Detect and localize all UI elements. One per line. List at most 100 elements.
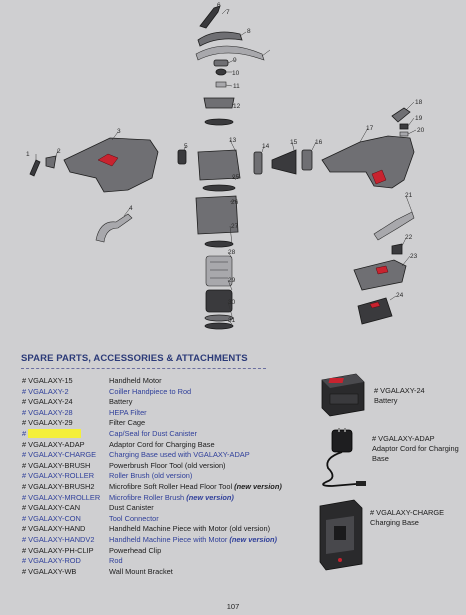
callout-22: 22 [405,234,413,241]
part-code: # VGALAXY-HAND [22,524,86,534]
part-code: # VGALAXY-WB [22,566,77,576]
callout-31: 31 [228,317,236,324]
part-description-text: Dust Canister [109,503,154,513]
part-10-button [215,68,227,76]
part-23-charging-base [353,259,407,291]
part-description: Dust Canister [109,503,154,514]
part-row: # VGALAXY-28 HEPA Filter [22,408,322,419]
callout-25: 25 [232,174,240,181]
part-code: # VGALAXY-29 [22,418,73,428]
part-15-motor [271,149,297,175]
part-9-clip [213,59,229,67]
callout-21: 21 [405,192,413,199]
part-row: # VGALAXY-ROLLER Roller Brush (old versio… [22,471,322,482]
side-charge-code: # VGALAXY-CHARGE [370,508,445,517]
battery-image [321,373,365,417]
part-description-text: Microfibre Soft Roller Head Floor Tool [109,481,233,491]
part-code: # VGALAXY-BRUSH2 [22,481,95,491]
part-description: Rod [109,556,123,567]
part-code: # VGALAXY-MROLLER [22,492,101,502]
part-description: Tool Connector [109,514,159,525]
part-description: Microfibre Soft Roller Head Floor Tool (… [109,482,282,493]
part-description: Charging Base used with VGALAXY-ADAP [109,450,250,461]
part-26-canister [195,195,239,235]
part-1-pin [29,159,41,177]
part-description-text: Microfibre Roller Brush [109,492,185,502]
part-description-text: Handheld Machine Piece with Motor (old v… [109,524,271,534]
part-23-accent [375,265,389,275]
part-description: Wall Mount Bracket [109,567,173,578]
part-description: Battery [109,397,132,408]
version-tag: (new version) [186,492,234,502]
part-17-accent [371,169,387,185]
part-27-gasket [204,240,234,248]
side-charge-label: # VGALAXY-CHARGE Charging Base [370,508,444,528]
part-24-accent [369,301,381,309]
part-description: Roller Brush (old version) [109,471,192,482]
callout-16: 16 [315,139,323,146]
part-description-text: HEPA Filter [109,407,147,417]
part-description-text: Cap/Seal for Dust Canister [109,428,197,438]
part-description: Coiller Handpiece to Rod [109,387,191,398]
callout-3: 3 [117,128,121,135]
side-adaptor-code: # VGALAXY-ADAP [372,434,435,443]
section-title: SPARE PARTS, ACCESSORIES & ATTACHMENTS [21,353,248,364]
part-description-text: Rod [109,556,123,566]
part-code: # VGALAXY-CON [22,513,81,523]
part-code: # VGALAXY-2 [22,386,69,396]
part-description: Handheld Motor [109,376,162,387]
adaptor-cord-image [322,428,366,487]
part-description: Filter Cage [109,418,145,429]
part-description-text: Handheld Machine Piece with Motor [109,534,228,544]
part-code: # VGALAXY-BRUSH [22,460,91,470]
part-25-ring [202,184,236,192]
callout-leaders [35,9,417,325]
part-24-battery [357,297,393,325]
callout-13: 13 [229,137,237,144]
callout-2: 2 [57,148,61,155]
part-21-rod [373,211,415,241]
part-description-text: Roller Brush (old version) [109,471,193,481]
callout-7: 7 [226,9,230,16]
part-3-handpiece-accent [97,153,119,167]
part-13-canister-top [197,149,241,181]
part-row: # VGALAXY-BRUSH2 Microfibre Soft Roller H… [22,482,322,493]
part-code: # VGALAXY-ADAP [22,439,85,449]
callout-5: 5 [184,143,188,150]
callout-numbers: 1 2 3 4 5 6 7 8 9 10 11 12 13 14 15 16 1… [26,2,425,324]
part-20-clip [399,131,409,137]
section-divider [21,368,266,369]
callout-15: 15 [290,139,298,146]
part-description: Microfibre Roller Brush (new version) [109,493,234,504]
part-description-text: Coiller Handpiece to Rod [109,386,192,396]
callout-12: 12 [233,103,241,110]
part-description: HEPA Filter [109,408,147,419]
part-description-text: Adaptor Cord for Charging Base [109,439,215,449]
part-16-cap [301,149,313,171]
part-14-sleeve [253,151,263,175]
part-description: Handheld Machine Piece with Motor (new v… [109,535,277,546]
part-code: # VGALAXY-28 [22,407,73,417]
part-17-handheld-body [321,135,415,189]
callout-6: 6 [217,2,221,9]
part-code: # VGALAXY-ROLLER [22,471,95,481]
part-29-filter-cage [205,289,233,313]
part-description-text: Battery [109,397,133,407]
part-description: Adaptor Cord for Charging Base [109,440,215,451]
callout-27: 27 [231,223,239,230]
part-description-text: Filter Cage [109,418,146,428]
callout-29: 29 [228,277,236,284]
part-description: Powerbrush Floor Tool (old version) [109,461,226,472]
part-code: # VGALAXY-CAN [22,503,81,513]
callout-23: 23 [410,253,418,260]
part-code-highlighted: VGALAXY-3031 [28,428,81,438]
side-adaptor-desc: Adaptor Cord for Charging Base [372,444,459,463]
version-tag: (new version) [234,481,282,491]
part-row: # VGALAXY-CAN Dust Canister [22,503,322,514]
part-row: # VGALAXY-BRUSH Powerbrush Floor Tool (ol… [22,461,322,472]
part-19-button [399,123,409,130]
